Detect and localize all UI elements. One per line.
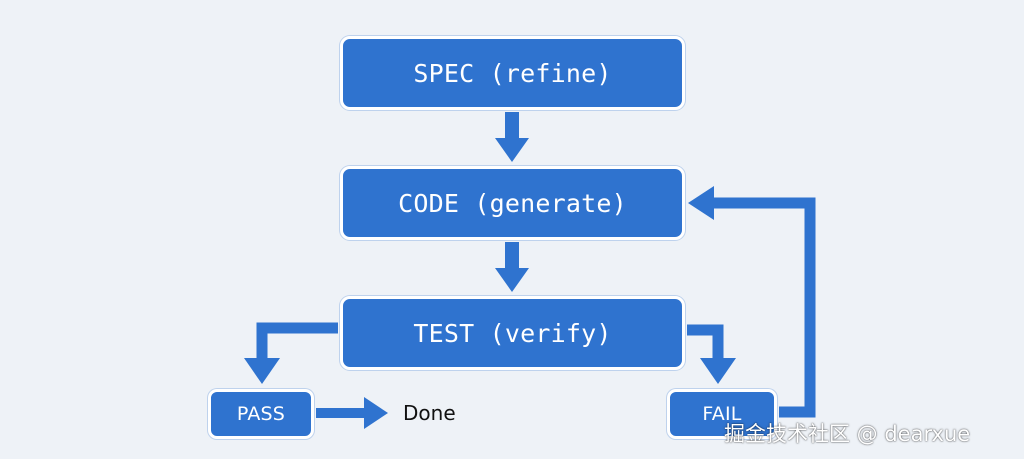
spec-label: SPEC (refine)	[413, 58, 612, 88]
spec-box: SPEC (refine)	[340, 36, 685, 110]
arrow-test-to-pass	[244, 322, 338, 384]
fail-box: FAIL	[667, 389, 777, 439]
arrow-code-to-test	[495, 242, 529, 292]
test-label: TEST (verify)	[413, 318, 612, 348]
arrow-fail-to-code	[688, 186, 816, 418]
arrow-pass-to-done	[316, 397, 388, 429]
done-label: Done	[403, 401, 456, 425]
watermark: 掘金技术社区 @ dearxue	[724, 422, 971, 446]
fail-label: FAIL	[702, 403, 742, 425]
arrow-spec-to-code	[495, 112, 529, 162]
code-label: CODE (generate)	[398, 188, 627, 218]
code-box: CODE (generate)	[340, 166, 685, 240]
arrow-test-to-fail	[687, 324, 736, 384]
test-box: TEST (verify)	[340, 296, 685, 370]
pass-box: PASS	[208, 389, 314, 439]
pass-label: PASS	[236, 403, 286, 425]
